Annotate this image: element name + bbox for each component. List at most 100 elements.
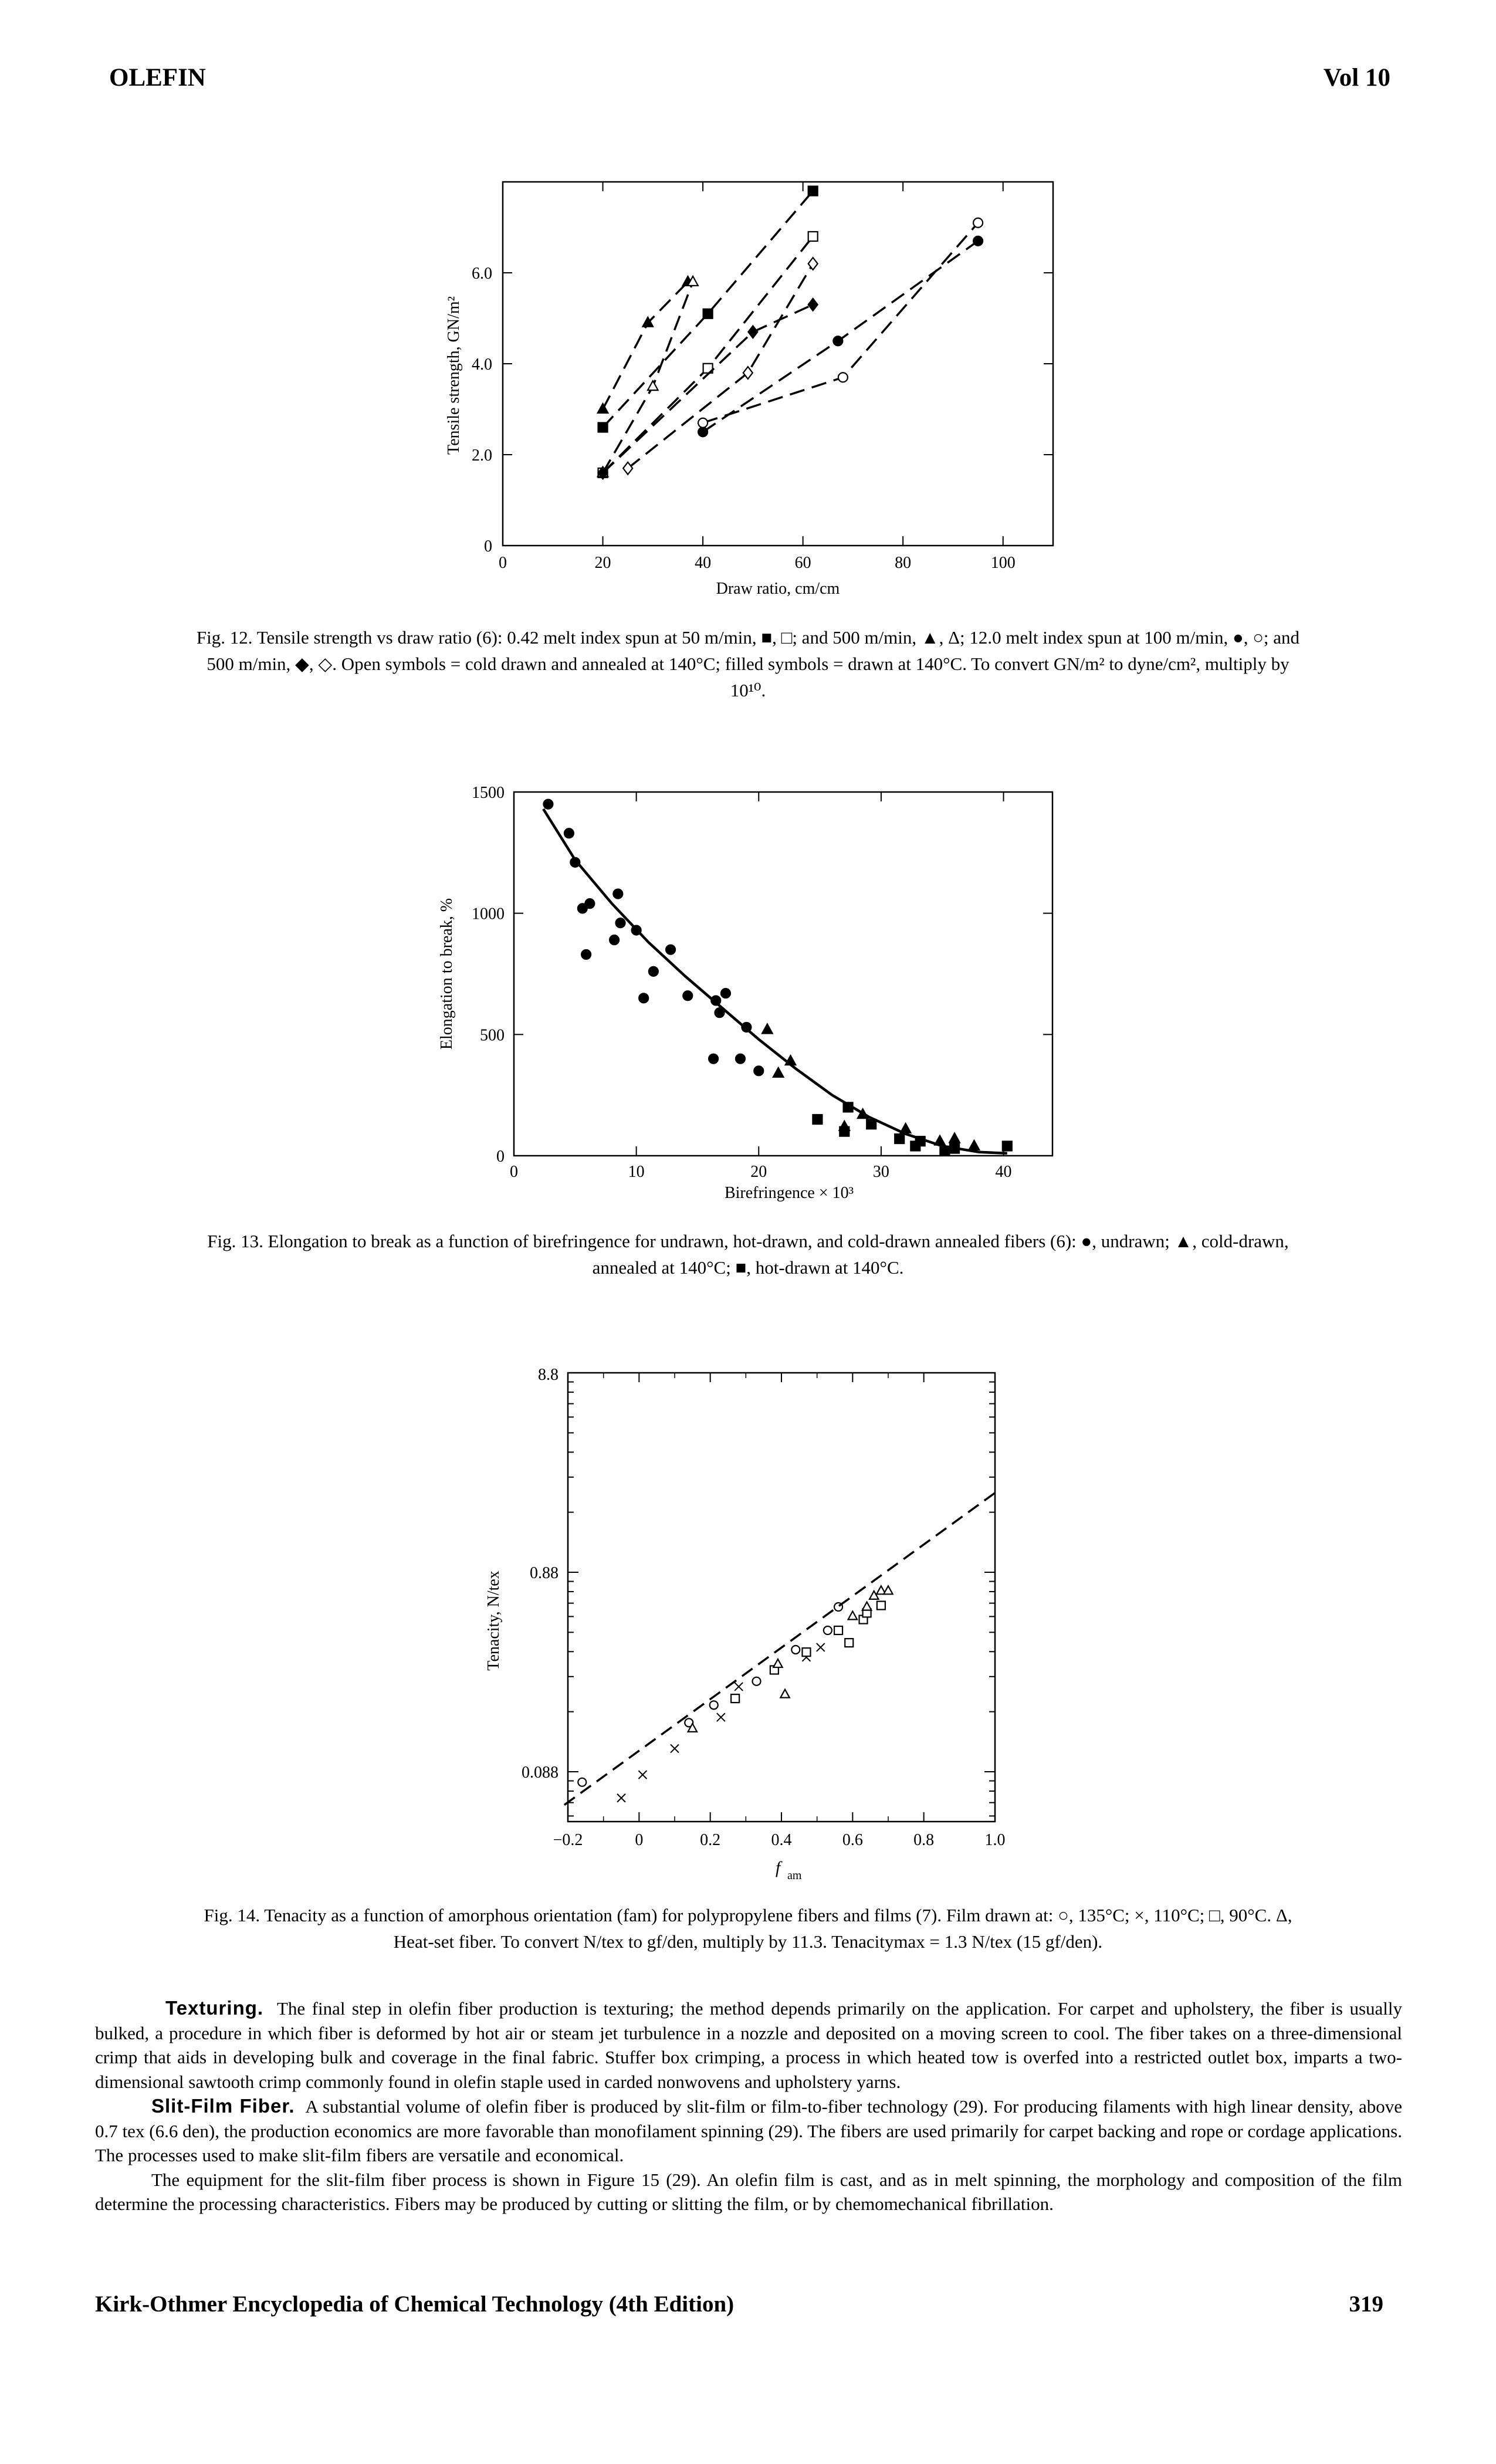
data-point-open-circle [823, 1625, 832, 1636]
data-point-open-triangle [686, 275, 699, 286]
series-line [602, 190, 814, 428]
data-point-filled-diamond [807, 297, 819, 312]
x-tick-label: 1.0 [985, 1831, 1006, 1849]
x-tick-label: 80 [895, 554, 911, 572]
data-point-filled-square [702, 308, 713, 319]
running-header-volume: Vol 10 [1323, 64, 1390, 92]
data-point-open-circle [752, 1676, 761, 1686]
data-point-open-triangle [779, 1688, 791, 1698]
body-text: Texturing. The final step in olefin fibe… [95, 1996, 1402, 2216]
x-axis-label: Draw ratio, cm/cm [716, 580, 840, 598]
x-tick-label: 30 [873, 1163, 889, 1181]
data-point-filled-circle [720, 987, 732, 999]
slit-film-paragraph: Slit-Film Fiber. A substantial volume of… [95, 2094, 1402, 2168]
data-point-filled-circle [648, 966, 659, 977]
data-point-open-circle [837, 372, 848, 383]
y-tick-label: 1500 [472, 784, 505, 802]
y-tick-label: 0.88 [530, 1564, 559, 1582]
data-series [686, 1585, 894, 1732]
data-point-filled-square [839, 1126, 850, 1137]
data-point-filled-square [597, 422, 608, 433]
data-point-filled-circle [608, 935, 620, 946]
data-point-cross [816, 1643, 825, 1652]
x-tick-label: 20 [750, 1163, 767, 1181]
series-line [602, 235, 814, 474]
data-point-filled-circle [735, 1053, 746, 1064]
data-point-filled-circle [543, 798, 554, 810]
x-tick-label: 40 [996, 1163, 1012, 1181]
data-point-cross [638, 1770, 648, 1779]
data-point-open-diamond [742, 365, 754, 380]
x-tick-label: 0 [499, 554, 507, 572]
data-point-open-triangle [868, 1589, 880, 1600]
x-tick-label: −0.2 [553, 1831, 583, 1849]
x-tick-label: 0 [510, 1163, 518, 1181]
data-point-open-circle [577, 1777, 587, 1787]
data-point-filled-triangle [967, 1139, 981, 1150]
plot-frame [502, 181, 1054, 547]
y-tick-label: 0 [484, 537, 492, 556]
data-point-filled-circle [832, 336, 844, 347]
data-point-open-square [730, 1694, 740, 1704]
data-point-filled-circle [753, 1065, 764, 1077]
data-series [617, 1643, 825, 1803]
cross-stroke [816, 1643, 825, 1652]
y-tick-label: 1000 [472, 905, 505, 923]
y-tick-label: 2.0 [472, 446, 492, 465]
data-point-open-square [876, 1600, 886, 1610]
figure-12-caption-line: 10¹⁰. [730, 680, 766, 700]
y-tick-label: 4.0 [472, 356, 492, 374]
data-series [697, 235, 984, 438]
data-point-open-triangle [861, 1600, 873, 1611]
y-tick-label: 500 [480, 1026, 505, 1044]
equipment-text: The equipment for the slit-film fiber pr… [95, 2169, 1402, 2215]
x-axis-label: Birefringence × 10³ [725, 1184, 854, 1202]
y-axis-label: Elongation to break, % [438, 898, 456, 1050]
data-point-open-triangle [686, 1722, 698, 1732]
data-point-open-square [833, 1625, 844, 1636]
figure-13-caption-line: annealed at 140°C; ■, hot-drawn at 140°C… [592, 1257, 904, 1278]
data-point-filled-circle [580, 949, 592, 960]
figure-14-caption-line: Fig. 14. Tenacity as a function of amorp… [204, 1905, 1292, 1925]
x-tick-label: 0.6 [842, 1831, 863, 1849]
data-point-cross [617, 1793, 626, 1803]
data-point-cross [734, 1682, 743, 1691]
data-point-filled-circle [584, 898, 595, 909]
y-axis-label: Tensile strength, GN/m² [445, 296, 463, 455]
data-series [597, 231, 818, 479]
data-point-cross [716, 1712, 726, 1722]
cross-stroke [638, 1770, 648, 1779]
texturing-text: The final step in olefin fiber productio… [95, 1998, 1403, 2092]
y-axis-label: Tenacity, N/tex [485, 1571, 503, 1670]
data-point-filled-diamond [597, 465, 608, 480]
data-series [597, 185, 818, 433]
x-tick-label: 40 [695, 554, 711, 572]
data-point-open-diamond [807, 256, 819, 271]
cross-stroke [734, 1682, 743, 1691]
trend-line [563, 1492, 996, 1806]
y-tick-label: 0 [496, 1148, 505, 1166]
data-point-open-diamond [622, 461, 634, 476]
data-series [697, 217, 984, 428]
series-line [601, 281, 689, 410]
data-point-open-triangle [882, 1585, 894, 1595]
figure-13-caption: Fig. 13. Elongation to break as a functi… [94, 1228, 1402, 1281]
x-axis-label-subscript: am [787, 1869, 802, 1882]
data-series [563, 1492, 996, 1806]
data-point-filled-triangle [771, 1066, 785, 1078]
figure-13-caption-line: Fig. 13. Elongation to break as a functi… [207, 1231, 1289, 1251]
running-header-title: OLEFIN [109, 64, 206, 92]
data-series [730, 1600, 886, 1704]
series-line [602, 281, 694, 473]
data-point-filled-circle [638, 993, 649, 1004]
data-point-filled-square [807, 185, 818, 197]
y-tick-label: 6.0 [472, 265, 492, 283]
data-point-filled-circle [708, 1053, 719, 1064]
data-point-filled-circle [563, 828, 574, 839]
series-line [627, 263, 814, 469]
figure-12-caption-line: Fig. 12. Tensile strength vs draw ratio … [196, 627, 1300, 648]
data-point-filled-diamond [747, 324, 759, 339]
slit-film-heading: Slit-Film Fiber. [151, 2095, 295, 2117]
